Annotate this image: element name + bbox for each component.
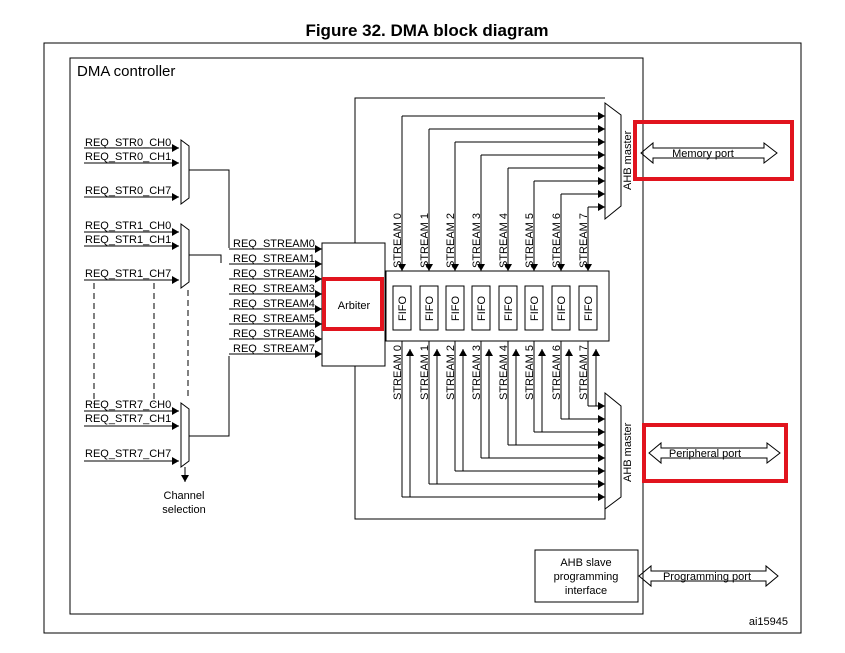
channel-selection-label-line1: Channel bbox=[164, 490, 205, 502]
memory-port-label: Memory port bbox=[672, 148, 734, 160]
mux1-output-route bbox=[189, 254, 222, 263]
fifo-label-2: FIFO bbox=[450, 296, 462, 321]
stream-bottom-label-6: STREAM 6 bbox=[551, 345, 563, 400]
request-channel-labels: REQ_STR0_CH0 REQ_STR0_CH1 REQ_STR0_CH7 R… bbox=[85, 137, 171, 460]
req-stream3-label: REQ_STREAM3 bbox=[233, 283, 315, 295]
req-stream-arrows bbox=[229, 245, 322, 358]
programming-port-label: Programming port bbox=[663, 571, 751, 583]
fifo-cells: FIFO FIFO FIFO FIFO FIFO FIFO FIFO FIFO bbox=[392, 285, 598, 331]
fifo-label-3: FIFO bbox=[476, 296, 488, 321]
ahb-slave-line2: programming bbox=[554, 571, 619, 583]
ahb-master-peripheral-label: AHB master bbox=[622, 422, 634, 482]
stream-top-label-3: STREAM 3 bbox=[471, 213, 483, 268]
arbiter-to-peripheral-route bbox=[354, 366, 606, 520]
fifo-label-5: FIFO bbox=[529, 296, 541, 321]
footer-code: ai15945 bbox=[749, 616, 788, 628]
stream-top-label-2: STREAM 2 bbox=[445, 213, 457, 268]
stream-labels-top: STREAM 0 STREAM 1 STREAM 2 STREAM 3 STREAM 4… bbox=[392, 213, 590, 268]
req-str0-ch7-label: REQ_STR0_CH7 bbox=[85, 185, 171, 197]
req-stream5-label: REQ_STREAM5 bbox=[233, 313, 315, 325]
fifo-cell-2 bbox=[445, 285, 465, 331]
stream-bottom-label-5: STREAM 5 bbox=[524, 345, 536, 400]
fifo-cell-6 bbox=[551, 285, 571, 331]
fifo-cell-5 bbox=[524, 285, 544, 331]
arbiter-highlight bbox=[322, 277, 384, 331]
stream-labels-bottom: STREAM 0 STREAM 1 STREAM 2 STREAM 3 STREAM 4… bbox=[392, 345, 590, 400]
memory-port-highlight bbox=[633, 120, 794, 181]
req-str0-ch1-label: REQ_STR0_CH1 bbox=[85, 151, 171, 163]
stream-bottom-label-7: STREAM 7 bbox=[578, 345, 590, 400]
req-stream7-label: REQ_STREAM7 bbox=[233, 343, 315, 355]
req-stream1-label: REQ_STREAM1 bbox=[233, 253, 315, 265]
channel-selection-label-line2: selection bbox=[162, 504, 205, 516]
stream-top-label-6: STREAM 6 bbox=[551, 213, 563, 268]
programming-port-arrow[interactable] bbox=[638, 564, 779, 588]
mux0-output-route bbox=[189, 169, 230, 248]
stream-top-label-7: STREAM 7 bbox=[578, 213, 590, 268]
req-stream2-label: REQ_STREAM2 bbox=[233, 268, 315, 280]
req-str7-ch1-label: REQ_STR7_CH1 bbox=[85, 413, 171, 425]
stream-routing bbox=[354, 97, 606, 520]
fifo-label-1: FIFO bbox=[424, 296, 436, 321]
req-str7-ch0-label: REQ_STR7_CH0 bbox=[85, 399, 171, 411]
fifo-cell-4 bbox=[498, 285, 518, 331]
fifo-cell-3 bbox=[471, 285, 491, 331]
dma-controller-box bbox=[69, 57, 644, 615]
ahb-slave-line3: interface bbox=[565, 585, 607, 597]
stream-top-label-1: STREAM 1 bbox=[419, 213, 431, 268]
stream-top-label-4: STREAM 4 bbox=[498, 213, 510, 268]
ahb-master-memory-label: AHB master bbox=[622, 130, 634, 190]
channel-mux-stream0 bbox=[180, 139, 190, 205]
ahb-slave-interface-box bbox=[534, 549, 639, 603]
fifo-bank bbox=[385, 270, 610, 342]
req-str1-ch7-label: REQ_STR1_CH7 bbox=[85, 268, 171, 280]
req-str1-ch0-label: REQ_STR1_CH0 bbox=[85, 220, 171, 232]
mux7-output-route bbox=[189, 356, 230, 437]
req-stream4-label: REQ_STREAM4 bbox=[233, 298, 315, 310]
stream-bottom-label-2: STREAM 2 bbox=[445, 345, 457, 400]
stream-top-label-5: STREAM 5 bbox=[524, 213, 536, 268]
fifo-label-4: FIFO bbox=[503, 296, 515, 321]
arbiter-to-memory-route bbox=[354, 97, 605, 243]
fifo-label-7: FIFO bbox=[583, 296, 595, 321]
peripheral-port-highlight bbox=[642, 423, 788, 483]
fifo-cell-1 bbox=[419, 285, 439, 331]
dma-controller-label: DMA controller bbox=[77, 63, 175, 80]
stream-bottom-label-0: STREAM 0 bbox=[392, 345, 404, 400]
stream-bottom-label-4: STREAM 4 bbox=[498, 345, 510, 400]
figure-title: Figure 32. DMA block diagram bbox=[305, 21, 548, 40]
figure-frame bbox=[43, 42, 802, 634]
req-str7-ch7-label: REQ_STR7_CH7 bbox=[85, 448, 171, 460]
peripheral-port-arrow[interactable] bbox=[648, 441, 781, 465]
stream-bottom-label-3: STREAM 3 bbox=[471, 345, 483, 400]
stream-bottom-label-1: STREAM 1 bbox=[419, 345, 431, 400]
fifo-label-0: FIFO bbox=[397, 296, 409, 321]
fifo-label-6: FIFO bbox=[556, 296, 568, 321]
ahb-slave-line1: AHB slave bbox=[560, 557, 611, 569]
arbiter-label: Arbiter bbox=[338, 300, 371, 312]
stream-top-label-0: STREAM 0 bbox=[392, 213, 404, 268]
ahb-master-peripheral bbox=[604, 391, 622, 510]
req-stream0-label: REQ_STREAM0 bbox=[233, 238, 315, 250]
fifo-cell-0 bbox=[392, 285, 412, 331]
channel-mux-stream7 bbox=[180, 402, 190, 468]
req-str0-ch0-label: REQ_STR0_CH0 bbox=[85, 137, 171, 149]
req-stream6-label: REQ_STREAM6 bbox=[233, 328, 315, 340]
channel-mux-stream1 bbox=[180, 223, 190, 289]
memory-port-arrow[interactable] bbox=[640, 141, 778, 165]
ahb-master-memory bbox=[604, 102, 622, 221]
request-channel-lines bbox=[84, 144, 179, 465]
req-str1-ch1-label: REQ_STR1_CH1 bbox=[85, 234, 171, 246]
req-stream-labels: REQ_STREAM0 REQ_STREAM1 REQ_STREAM2 REQ_… bbox=[233, 238, 315, 355]
fifo-cell-7 bbox=[578, 285, 598, 331]
peripheral-port-label: Peripheral port bbox=[669, 448, 741, 460]
